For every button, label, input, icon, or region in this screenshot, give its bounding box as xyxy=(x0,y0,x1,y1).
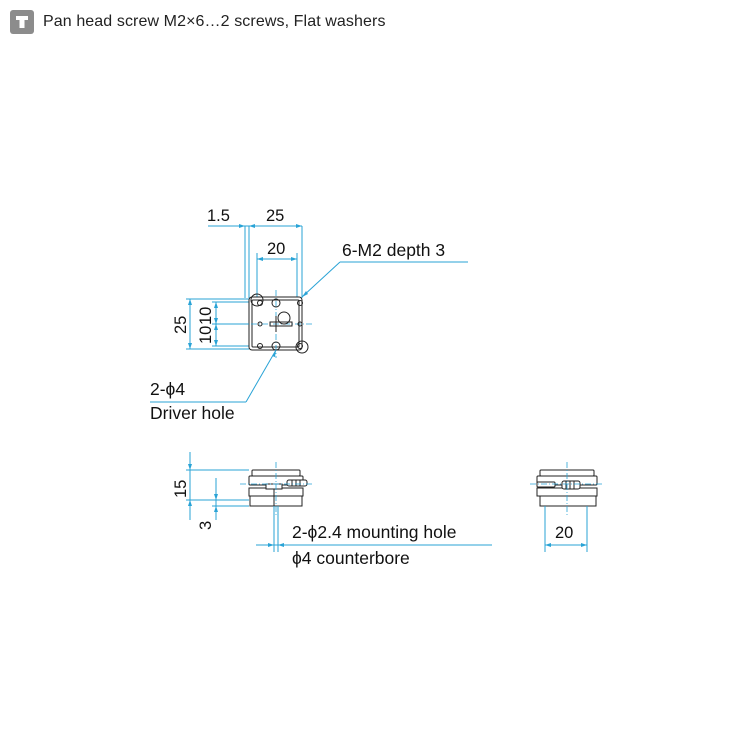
dim-offset-1-5: 1.5 xyxy=(207,207,230,225)
dim-height-10b: 10 xyxy=(197,307,215,325)
top-view: 1.5 25 20 6-M2 depth 3 25 10 10 2-ϕ4 Dri… xyxy=(150,207,468,423)
dim-height-15: 15 xyxy=(172,480,190,498)
dim-height-3: 3 xyxy=(197,521,215,530)
header: Pan head screw M2×6…2 screws, Flat washe… xyxy=(10,10,386,34)
dim-width-25: 25 xyxy=(266,207,284,225)
dim-height-25: 25 xyxy=(172,316,190,334)
dim-height-10a: 10 xyxy=(197,326,215,344)
t-shaped-screw-icon xyxy=(10,10,34,34)
callout-counterbore: ϕ4 counterbore xyxy=(292,548,410,568)
callout-driver-hole-label: Driver hole xyxy=(150,403,235,423)
dim-width-20: 20 xyxy=(267,240,285,258)
callout-driver-hole-size: 2-ϕ4 xyxy=(150,379,185,399)
header-title: Pan head screw M2×6…2 screws, Flat washe… xyxy=(43,13,386,30)
front-view: 15 3 2-ϕ2.4 mounting hole ϕ4 counterbore xyxy=(172,452,492,568)
side-view: 20 xyxy=(530,462,604,552)
side-dim-width-20: 20 xyxy=(555,524,573,542)
callout-mounting-hole: 2-ϕ2.4 mounting hole xyxy=(292,522,457,542)
callout-tapped-holes: 6-M2 depth 3 xyxy=(342,240,445,260)
